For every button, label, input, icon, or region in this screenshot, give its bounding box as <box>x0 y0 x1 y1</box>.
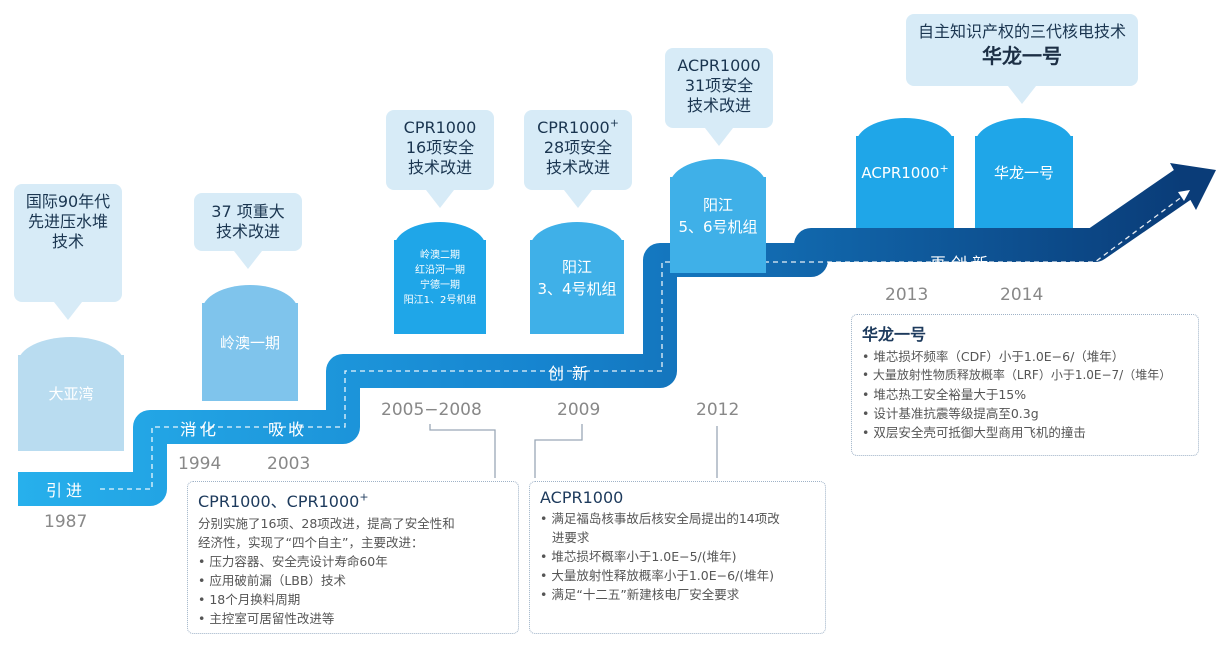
year-1994: 1994 <box>178 454 222 474</box>
callout-2005: CPR1000 16项安全 技术改进 <box>386 110 494 208</box>
callout-1987: 国际90年代 先进压水堆 技术 <box>14 184 122 320</box>
building-1994: 岭澳一期 <box>202 285 298 401</box>
infobox-cpr1000-line: • 主控室可居留性改进等 <box>198 611 335 626</box>
year-2003: 2003 <box>267 454 311 474</box>
stage-label-xiaohua: 消化 <box>180 420 221 439</box>
leader-acpr-left <box>534 424 583 478</box>
callout-1994: 37 项重大 技术改进 <box>194 193 302 269</box>
year-2005-2008: 2005−2008 <box>381 400 482 420</box>
infobox-hualong: 华龙一号 • 堆芯损坏频率（CDF）小于1.0E−6/（堆年） • 大量放射性物… <box>851 314 1199 456</box>
building-1987: 大亚湾 <box>18 337 124 451</box>
stage-label-chuangxin: 创新 <box>548 364 597 383</box>
infobox-hualong-line: • 设计基准抗震等级提高至0.3g <box>862 406 1039 421</box>
infobox-hualong-title: 华龙一号 <box>862 325 927 344</box>
building-2014: 华龙一号 <box>975 118 1073 228</box>
infobox-hualong-line: • 堆芯热工安全裕量大于15% <box>862 387 1027 402</box>
building-2012: 阳江 5、6号机组 <box>670 159 766 273</box>
infobox-cpr1000-line: • 18个月换料周期 <box>198 592 301 607</box>
infobox-cpr1000-line: • 应用破前漏（LBB）技术 <box>198 573 346 588</box>
infobox-cpr1000: CPR1000、CPR1000+ 分别实施了16项、28项改进，提高了安全性和 … <box>187 481 519 634</box>
stage-label-zaichuangxin: 再创新 <box>930 254 994 273</box>
infobox-acpr1000-title: ACPR1000 <box>540 488 624 507</box>
year-2009: 2009 <box>557 400 601 420</box>
infobox-cpr1000-line: • 压力容器、安全壳设计寿命60年 <box>198 554 388 569</box>
stage-label-xishou: 吸收 <box>268 420 309 439</box>
infobox-acpr1000-line: • 堆芯损坏概率小于1.0E−5/(堆年) <box>540 549 737 564</box>
building-2009: 阳江 3、4号机组 <box>530 222 624 334</box>
infobox-acpr1000-line: 进要求 <box>540 530 590 545</box>
dashed-arrow-head <box>1178 190 1190 201</box>
callout-2014: 自主知识产权的三代核电技术 华龙一号 <box>906 14 1138 104</box>
stage-label-yinjin: 引进 <box>46 481 87 500</box>
infobox-acpr1000-line: • 满足“十二五”新建核电厂安全要求 <box>540 587 740 602</box>
arrow-head <box>1170 163 1216 210</box>
infobox-cpr1000-line: 分别实施了16项、28项改进，提高了安全性和 <box>198 516 455 531</box>
infobox-cpr1000-line: 经济性，实现了“四个自主”，主要改进： <box>198 535 424 550</box>
dashed-guide <box>100 195 1184 490</box>
callout-2009: CPR1000+ 28项安全 技术改进 <box>524 110 632 208</box>
infobox-hualong-line: • 双层安全壳可抵御大型商用飞机的撞击 <box>862 425 1086 440</box>
infobox-hualong-line: • 堆芯损坏频率（CDF）小于1.0E−6/（堆年） <box>862 349 1125 364</box>
callout-2012: ACPR1000 31项安全 技术改进 <box>665 48 773 146</box>
year-2013: 2013 <box>885 285 929 305</box>
year-1987: 1987 <box>44 512 88 532</box>
infobox-hualong-line: • 大量放射性物质释放概率（LRF）小于1.0E−7/（堆年） <box>862 368 1172 382</box>
building-2005: 岭澳二期 红沿河一期 宁德一期 阳江1、2号机组 <box>394 222 486 334</box>
infobox-acpr1000-line: • 满足福岛核事故后核安全局提出的14项改 <box>540 511 780 526</box>
year-2014: 2014 <box>1000 285 1044 305</box>
building-2013: ACPR1000+ <box>856 118 954 228</box>
leader-cpr <box>429 424 496 478</box>
infobox-acpr1000-line: • 大量放射性释放概率小于1.0E−6/(堆年) <box>540 568 775 583</box>
infobox-cpr1000-title: CPR1000、CPR1000+ <box>198 490 369 511</box>
infobox-acpr1000: ACPR1000 • 满足福岛核事故后核安全局提出的14项改 进要求 • 堆芯损… <box>529 481 826 634</box>
year-2012: 2012 <box>696 400 740 420</box>
